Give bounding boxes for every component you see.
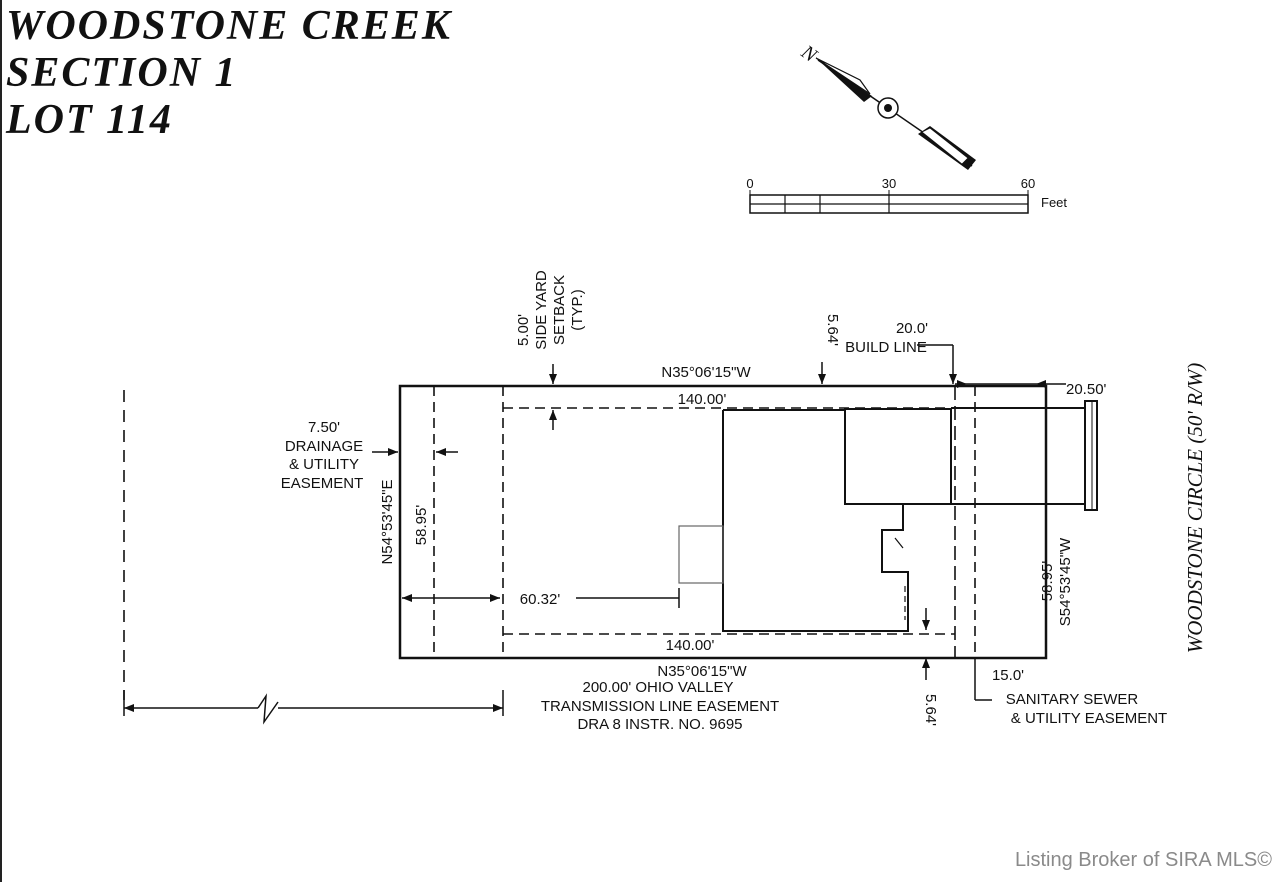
build-line-label: BUILD LINE — [845, 339, 927, 356]
side-setback-label: 5.00' SIDE YARD SETBACK (TYP.) — [515, 270, 586, 350]
bottom-offset-label: 5.64' — [922, 694, 939, 726]
section-title: SECTION 1 — [6, 50, 238, 96]
rear-distance: 60.32' — [520, 591, 561, 608]
scale-tick-60: 60 — [1021, 176, 1035, 191]
ohio-line3: DRA 8 INSTR. NO. 9695 — [577, 716, 742, 733]
scale-tick-30: 30 — [882, 176, 896, 191]
patio — [678, 525, 724, 584]
right-bearing: S54°53'45"W — [1057, 537, 1074, 626]
right-side-distance: 58.95' — [1039, 561, 1056, 602]
right-distance: 20.50' — [1066, 381, 1107, 398]
setback-line2: SETBACK — [551, 275, 568, 345]
scale-unit: Feet — [1041, 195, 1067, 210]
house-footprint — [722, 408, 952, 632]
top-bearing: N35°06'15"W — [661, 364, 751, 381]
left-border-line — [0, 0, 2, 882]
dimension-lines — [123, 344, 1066, 725]
drainage-line3: EASEMENT — [281, 475, 364, 492]
setback-line3: (TYP.) — [569, 289, 586, 330]
scale-bar: 0 30 60 Feet — [746, 176, 1067, 214]
setback-value: 5.00' — [515, 314, 532, 346]
setback-line1: SIDE YARD — [533, 270, 550, 350]
top-offset-label: 5.64' — [824, 314, 841, 346]
north-arrow-icon: N — [796, 41, 976, 170]
driveway — [951, 400, 1098, 511]
drainage-line1: DRAINAGE — [285, 438, 363, 455]
bottom-bearing: N35°06'15"W — [657, 663, 747, 680]
easement-lines — [123, 386, 976, 700]
sewer-line2: & UTILITY EASEMENT — [1011, 710, 1167, 727]
subdivision-title: WOODSTONE CREEK — [6, 3, 452, 49]
ohio-line1: 200.00' OHIO VALLEY — [582, 679, 733, 696]
dimension-arrowheads — [124, 374, 1046, 712]
ohio-valley-easement-label: 200.00' OHIO VALLEY TRANSMISSION LINE EA… — [541, 679, 779, 733]
ohio-line2: TRANSMISSION LINE EASEMENT — [541, 698, 779, 715]
north-label: N — [796, 41, 822, 68]
scale-tick-0: 0 — [746, 176, 753, 191]
listing-watermark: Listing Broker of SIRA MLS© — [1014, 849, 1272, 871]
lot-title: LOT 114 — [6, 97, 173, 143]
sewer-value: 15.0' — [992, 667, 1024, 684]
street-name: WOODSTONE CIRCLE (50' R/W) — [1183, 363, 1207, 654]
build-line-value: 20.0' — [896, 320, 928, 337]
drainage-line2: & UTILITY — [289, 456, 359, 473]
left-bearing: N54°53'45"E — [379, 479, 396, 564]
lot-boundary — [398, 384, 1048, 660]
left-distance: 58.95' — [413, 505, 430, 546]
drainage-value: 7.50' — [308, 419, 340, 436]
sanitary-sewer-easement-label: 15.0' SANITARY SEWER & UTILITY EASEMENT — [992, 667, 1167, 727]
drainage-easement-label: 7.50' DRAINAGE & UTILITY EASEMENT — [281, 419, 364, 492]
sewer-line1: SANITARY SEWER — [1006, 691, 1139, 708]
bottom-setback-distance: 140.00' — [666, 637, 715, 654]
top-setback-distance: 140.00' — [678, 391, 727, 408]
